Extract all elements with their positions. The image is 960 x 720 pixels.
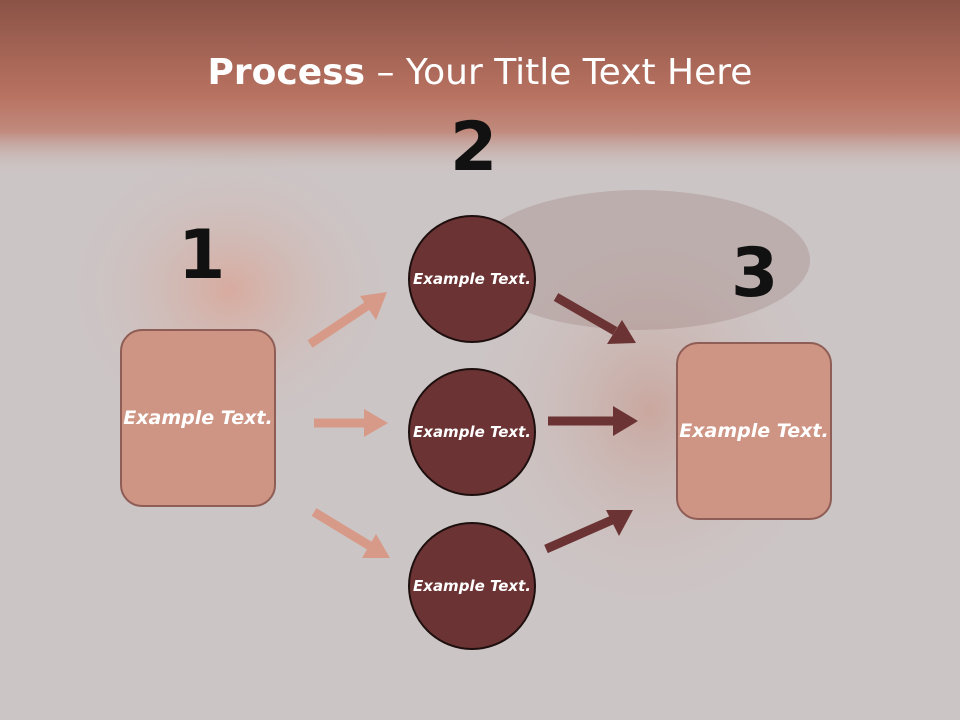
step-1-box: Example Text. — [120, 329, 276, 507]
arrow-1-to-middle — [314, 409, 388, 437]
circle-top-text: Example Text. — [413, 269, 531, 288]
step-1-text: Example Text. — [123, 406, 273, 429]
arrow-middle-to-3 — [548, 406, 638, 436]
step-3-box: Example Text. — [676, 342, 832, 520]
arrow-top-to-3 — [553, 293, 636, 344]
circle-bottom-text: Example Text. — [413, 576, 531, 595]
arrow-1-to-top — [307, 292, 387, 348]
process-circle-bottom: Example Text. — [408, 522, 536, 650]
slide-title: Process – Your Title Text Here — [0, 52, 960, 93]
arrow-bottom-to-3 — [544, 510, 633, 554]
title-bold: Process — [207, 52, 366, 93]
step-number-1: 1 — [178, 216, 226, 295]
title-rest: – Your Title Text Here — [365, 52, 753, 93]
circle-middle-text: Example Text. — [413, 422, 531, 441]
process-circle-top: Example Text. — [408, 215, 536, 343]
arrow-1-to-bottom — [311, 508, 390, 558]
step-number-3: 3 — [731, 234, 779, 313]
step-number-2: 2 — [450, 108, 498, 187]
process-circle-middle: Example Text. — [408, 368, 536, 496]
step-3-text: Example Text. — [679, 419, 829, 442]
